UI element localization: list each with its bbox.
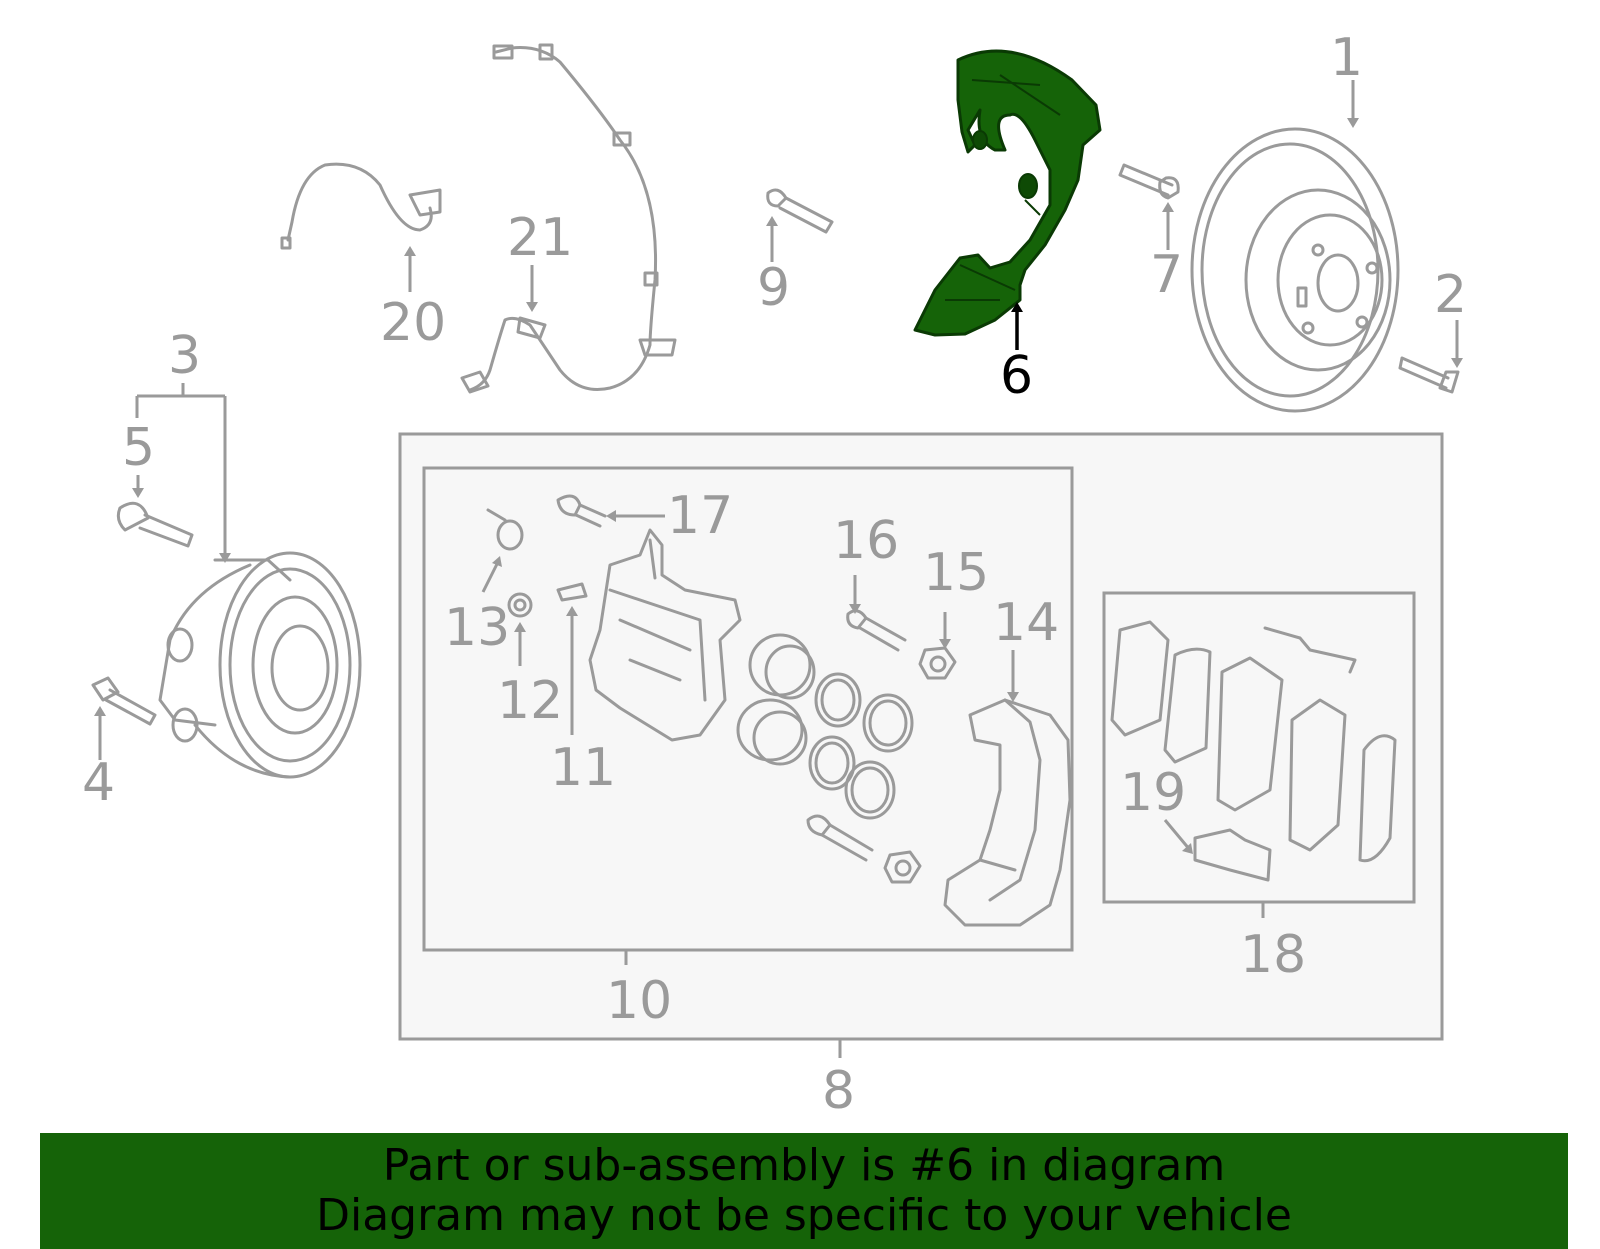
callout-label-6: 6 [1000, 346, 1033, 406]
callout-label-11: 11 [550, 738, 616, 798]
leader-lines [94, 80, 1463, 1058]
callout-label-8: 8 [822, 1061, 855, 1121]
caliper-part-10 [588, 528, 742, 742]
callout-label-20: 20 [380, 293, 446, 353]
callout-label-13: 13 [444, 598, 510, 658]
hub-bearing-part-3 [158, 551, 362, 779]
pistons-and-seals [736, 633, 914, 820]
bolt-part-7 [1118, 163, 1180, 200]
hub-bolt-part-5 [116, 501, 194, 548]
callout-label-4: 4 [82, 753, 115, 813]
banner-line-part-number: Part or sub-assembly is #6 in diagram [382, 1140, 1226, 1191]
bolt-part-9 [766, 188, 834, 234]
info-banner: Part or sub-assembly is #6 in diagram Di… [40, 1133, 1568, 1249]
callout-label-5: 5 [122, 418, 155, 478]
small-parts-box-10 [486, 494, 957, 884]
callout-label-1: 1 [1330, 28, 1363, 88]
caliper-bracket-part-14 [943, 698, 1072, 927]
rotor-screw-part-2 [1398, 356, 1460, 394]
callout-label-16: 16 [833, 511, 899, 571]
callout-label-21: 21 [507, 208, 573, 268]
callout-label-9: 9 [757, 258, 790, 318]
callout-label-17: 17 [667, 486, 733, 546]
banner-line-disclaimer: Diagram may not be specific to your vehi… [316, 1190, 1292, 1241]
callout-label-18: 18 [1240, 925, 1306, 985]
callout-label-14: 14 [993, 593, 1059, 653]
callout-label-12: 12 [497, 671, 563, 731]
callout-label-19: 19 [1120, 763, 1186, 823]
callout-label-2: 2 [1434, 265, 1467, 325]
hub-bolt-part-4 [91, 676, 157, 726]
callout-label-3: 3 [168, 326, 201, 386]
callout-label-15: 15 [923, 543, 989, 603]
sensor-wire-part-20 [280, 162, 442, 250]
callout-label-10: 10 [606, 971, 672, 1031]
sensor-wire-part-21 [460, 43, 677, 394]
brake-pads-part-18 [1110, 620, 1397, 882]
dust-shield-part-6 [913, 49, 1102, 337]
callout-label-7: 7 [1150, 245, 1183, 305]
brake-rotor-part-1 [1190, 127, 1400, 413]
